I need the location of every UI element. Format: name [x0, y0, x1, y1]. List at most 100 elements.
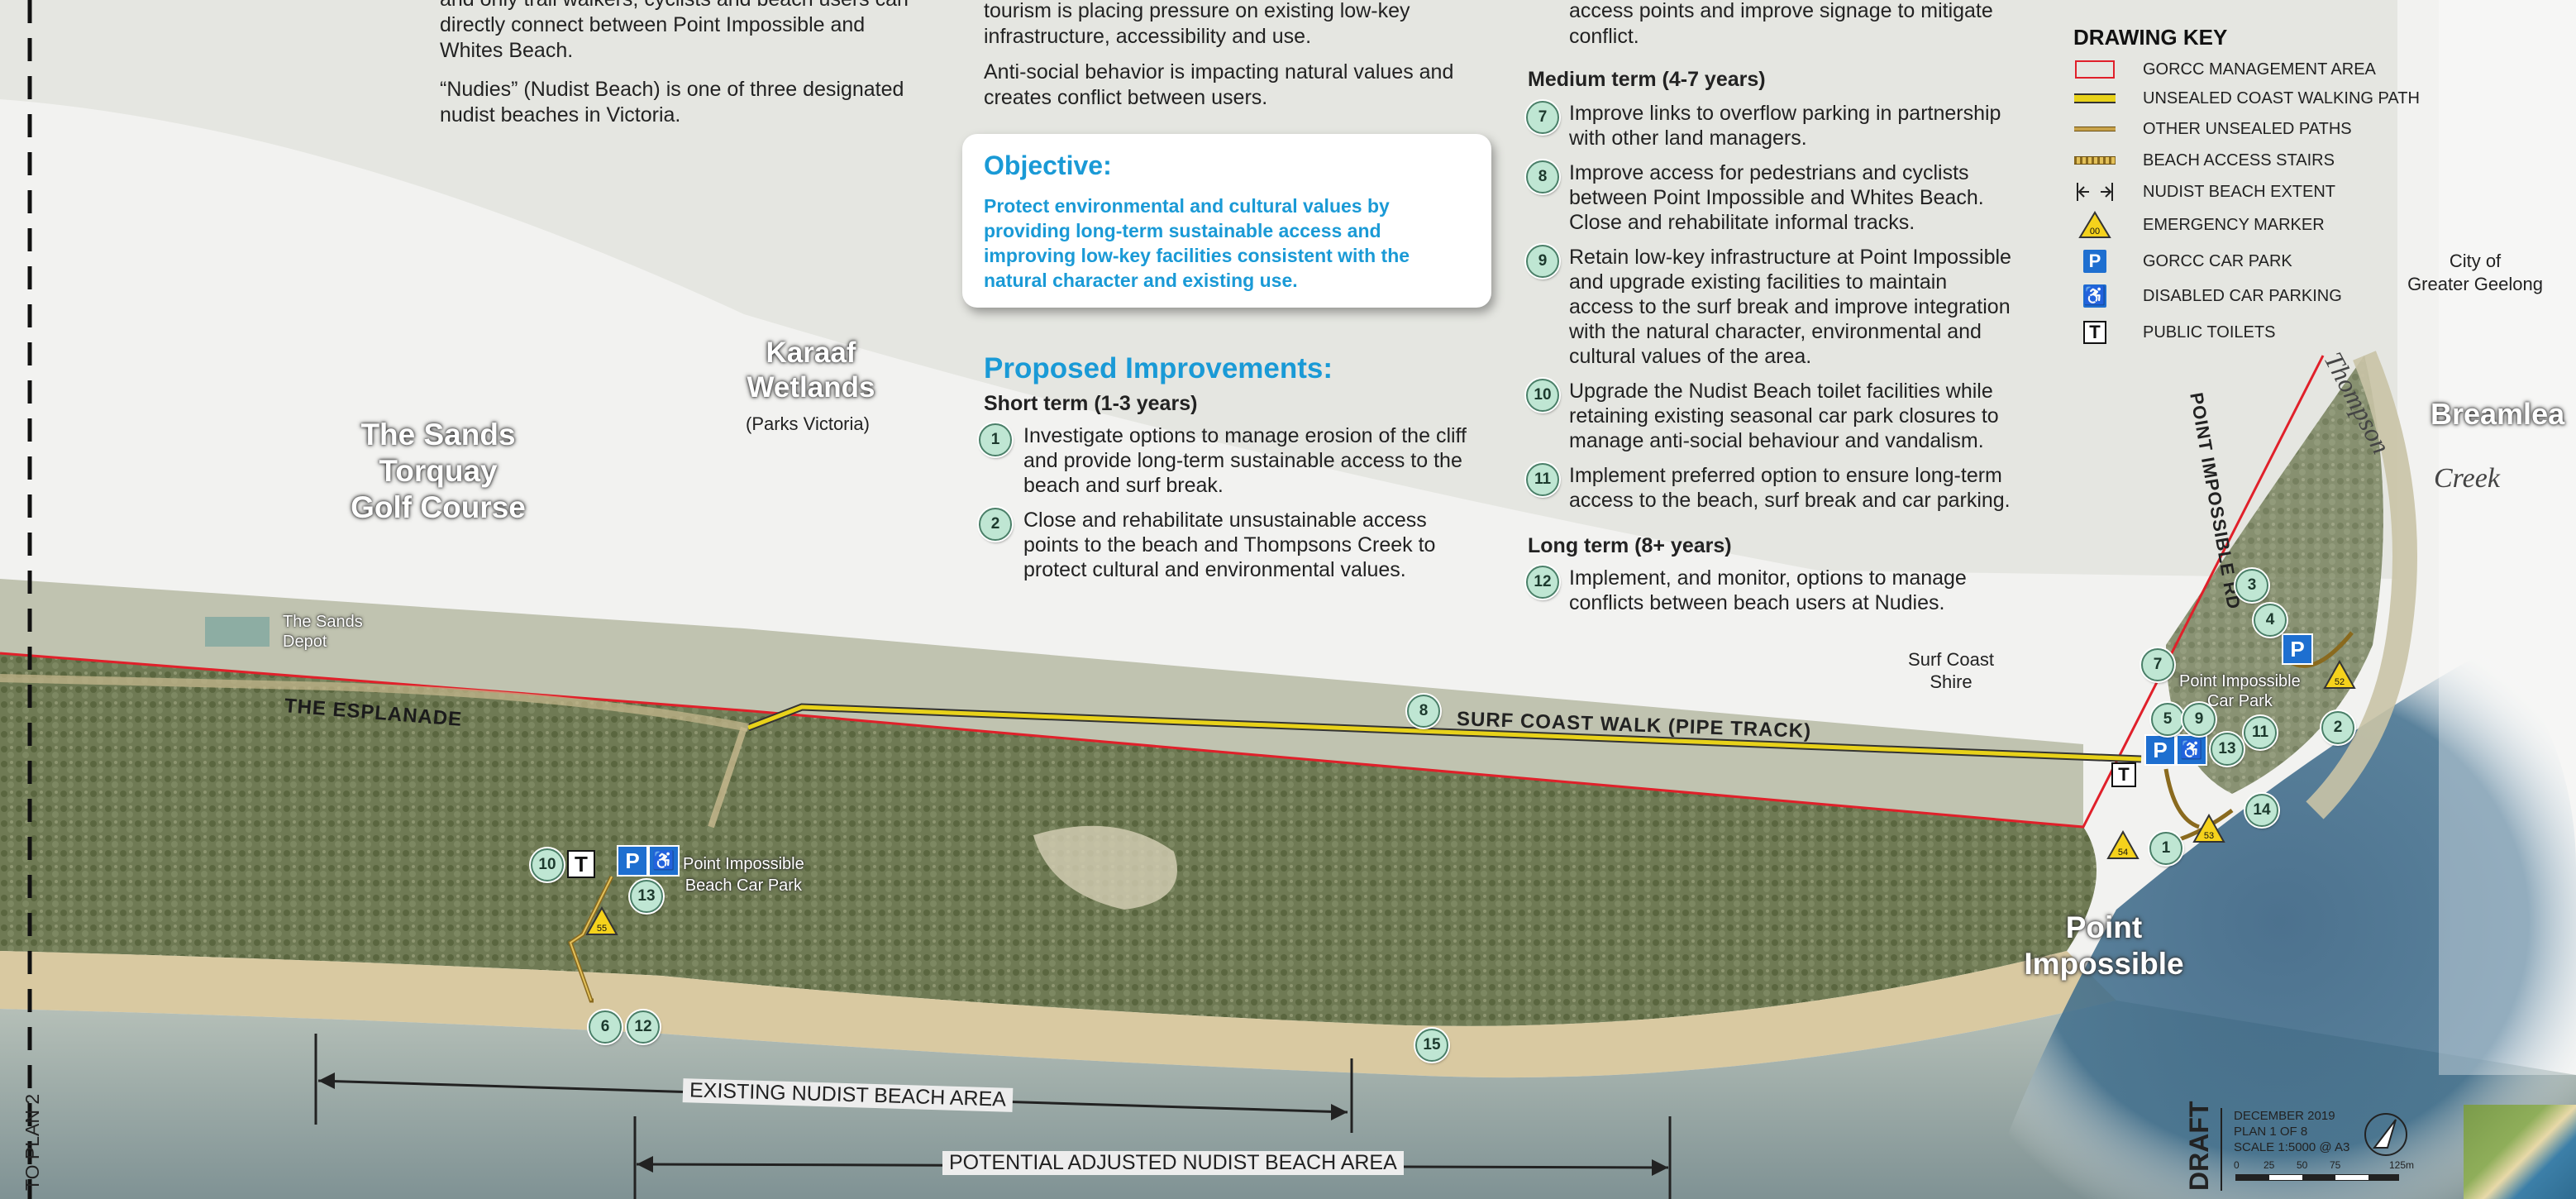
scale-tick: 0: [2234, 1159, 2240, 1171]
label-line: Golf Course: [351, 490, 526, 524]
map-marker: 1: [2149, 832, 2182, 865]
item11-line: Implement preferred option to ensure lon…: [1569, 464, 2002, 487]
label-sands-depot: The Sands Depot: [283, 612, 363, 652]
title-block-divider: [2221, 1108, 2222, 1191]
objective-heading: Objective:: [984, 150, 1112, 180]
map-marker: 2: [2321, 711, 2354, 744]
key-row-other-paths: OTHER UNSEALED PATHS: [2073, 116, 2352, 142]
item10-line: retaining existing seasonal car park clo…: [1569, 404, 1999, 428]
label-sands-golf-course: The Sands Torquay Golf Course: [331, 417, 546, 526]
disabled-parking-icon: ♿: [2176, 734, 2207, 766]
short-term-heading: Short term (1-3 years): [984, 392, 1198, 415]
key-label: UNSEALED COAST WALKING PATH: [2143, 88, 2420, 107]
scale-tick: 50: [2297, 1159, 2308, 1171]
intro-mid-line1: tourism is placing pressure on existing …: [984, 0, 1410, 22]
scale-tick: 125m: [2389, 1159, 2415, 1171]
objective-box: Objective: Protect environmental and cul…: [962, 134, 1491, 308]
item12-line: conflicts between beach users at Nudies.: [1569, 591, 1945, 614]
stairs-icon: [2074, 156, 2116, 165]
key-label: EMERGENCY MARKER: [2143, 215, 2325, 234]
label-line: Wetlands: [747, 371, 875, 404]
label-line: Torquay: [379, 454, 498, 488]
intro-left: and only trail walkers, cyclists and bea…: [440, 0, 936, 128]
title-scale: SCALE 1:5000 @ A3: [2234, 1140, 2350, 1154]
key-label: DISABLED CAR PARKING: [2143, 286, 2342, 305]
map-marker: 13: [630, 880, 663, 913]
label-potential-nudist-area: POTENTIAL ADJUSTED NUDIST BEACH AREA: [942, 1151, 1404, 1175]
label-to-plan-2: TO PLAN 2: [21, 1093, 43, 1191]
label-creek: Creek: [2434, 463, 2500, 494]
key-label: GORCC CAR PARK: [2143, 251, 2292, 270]
item9-line: cultural values of the area.: [1569, 345, 1812, 368]
item9-line: and upgrade existing facilities to maint…: [1569, 270, 1948, 294]
label-line: Impossible: [2024, 947, 2184, 981]
item2-line: protect cultural and environmental value…: [1023, 558, 1406, 581]
item2-line: Close and rehabilitate unsustainable acc…: [1023, 509, 1427, 532]
disabled-parking-icon: ♿: [648, 845, 680, 877]
key-row-management-area: GORCC MANAGEMENT AREA: [2073, 56, 2376, 83]
emergency-55: 55: [597, 924, 607, 934]
marker-badge-8: 8: [1526, 160, 1559, 193]
label-line: Point Impossible: [683, 855, 804, 873]
intro-left-line1: and only trail walkers, cyclists and bea…: [440, 0, 936, 12]
label-line: City of: [2449, 251, 2502, 271]
label-breamlea: Breamlea: [2431, 397, 2565, 431]
marker-badge-7: 7: [1526, 101, 1559, 134]
marker-badge-11: 11: [1526, 463, 1559, 496]
label-line: The Sands: [283, 613, 363, 631]
item8-line: Improve access for pedestrians and cycli…: [1569, 161, 1969, 184]
key-row-nudist-extent: NUDIST BEACH EXTENT: [2073, 179, 2335, 205]
marker-badge-12: 12: [1526, 566, 1559, 599]
improvement-item-2: 2 Close and rehabilitate unsustainable a…: [979, 508, 1435, 582]
extent-arrows-icon: [2077, 183, 2113, 201]
label-city-geelong: City of Greater Geelong: [2392, 250, 2558, 296]
intro-mid-para2-line2: creates conflict between users.: [984, 86, 1268, 109]
item7-line: Improve links to overflow parking in par…: [1569, 102, 2001, 125]
label-surf-coast-shire: Surf Coast Shire: [1901, 648, 2001, 693]
marker-badge-2: 2: [979, 508, 1012, 541]
brown-line-icon: [2074, 127, 2116, 131]
emergency-54: 54: [2118, 848, 2128, 857]
label-line: Surf Coast: [1908, 649, 1994, 670]
objective-line2: providing long-term sustainable access a…: [984, 220, 1381, 241]
marker-badge-1: 1: [979, 423, 1012, 456]
title-plan: PLAN 1 OF 8: [2234, 1125, 2308, 1139]
drawing-key-title: DRAWING KEY: [2073, 25, 2228, 50]
key-row-emergency: 00 EMERGENCY MARKER: [2073, 211, 2325, 238]
map-marker: 12: [627, 1010, 660, 1044]
item1-line: and provide long-term sustainable access…: [1023, 449, 1462, 472]
north-arrow-icon: [2364, 1113, 2407, 1156]
title-date: DECEMBER 2019: [2234, 1109, 2335, 1123]
improvement-item-10: 10 Upgrade the Nudist Beach toilet facil…: [1526, 379, 1999, 453]
emergency-triangle-icon: 00: [2078, 211, 2111, 238]
intro-right-line2: conflict.: [1569, 25, 1639, 48]
item8-line: Close and rehabilitate informal tracks.: [1569, 211, 1915, 234]
label-line: Beach Car Park: [685, 877, 802, 895]
intro-left-line2: directly connect between Point Impossibl…: [440, 13, 866, 36]
objective-text: Protect environmental and cultural value…: [984, 193, 1410, 293]
label-line: The Sands: [360, 418, 516, 451]
intro-right-line1: access points and improve signage to mit…: [1569, 0, 1993, 22]
emergency-markers: [585, 659, 2356, 935]
label-karaaf-wetlands: Karaaf Wetlands: [716, 336, 906, 405]
key-row-toilets: T PUBLIC TOILETS: [2073, 319, 2275, 346]
key-row-disabled-parking: ♿ DISABLED CAR PARKING: [2073, 283, 2342, 309]
objective-line1: Protect environmental and cultural value…: [984, 195, 1390, 217]
improvement-item-1: 1 Investigate options to manage erosion …: [979, 423, 1467, 498]
disabled-parking-icon: ♿: [2083, 284, 2106, 308]
label-line: Karaaf: [766, 337, 856, 369]
label-line: Point: [2065, 910, 2143, 944]
item9-line: access to the surf break and improve int…: [1569, 295, 2011, 318]
map-marker: 11: [2244, 716, 2277, 749]
improvements-heading: Proposed Improvements:: [984, 352, 1333, 385]
location-thumbnail: [2464, 1105, 2576, 1199]
key-label: BEACH ACCESS STAIRS: [2143, 150, 2335, 170]
key-row-car-park: P GORCC CAR PARK: [2073, 248, 2292, 275]
car-park-icon: P: [2083, 250, 2106, 273]
intro-left-para2-line1: “Nudies” (Nudist Beach) is one of three …: [440, 78, 904, 101]
key-row-walking-path: UNSEALED COAST WALKING PATH: [2073, 85, 2420, 112]
map-marker: 7: [2141, 648, 2174, 681]
title-block-info: DECEMBER 2019 PLAN 1 OF 8 SCALE 1:5000 @…: [2234, 1108, 2349, 1155]
map-marker: 15: [1415, 1029, 1448, 1062]
improvement-item-7: 7 Improve links to overflow parking in p…: [1526, 101, 2001, 150]
